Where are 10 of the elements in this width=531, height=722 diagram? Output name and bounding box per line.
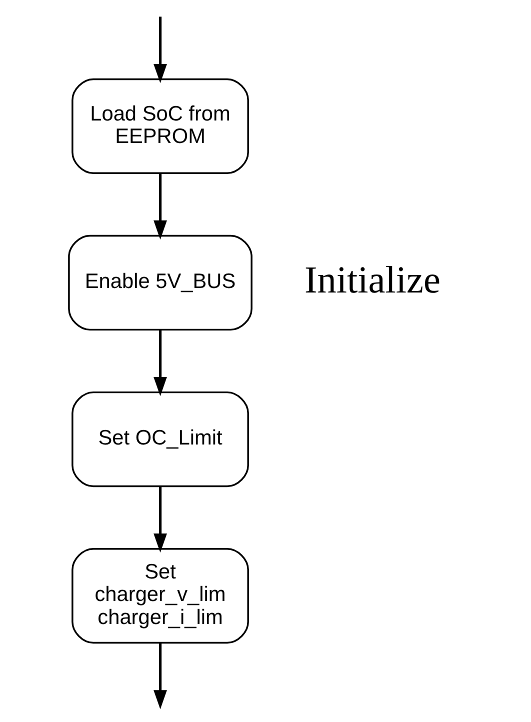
node-box: Load SoC from EEPROM [72, 78, 249, 174]
node-box: Set OC_Limit [72, 391, 249, 488]
arrow [154, 330, 167, 396]
diagram-title: Initialize [304, 259, 440, 302]
arrow [154, 643, 167, 710]
node-box: Set charger_v_lim charger_i_lim [72, 548, 249, 644]
arrow [154, 174, 167, 240]
arrow [154, 16, 167, 84]
node-box: Enable 5V_BUS [68, 234, 252, 331]
arrow [154, 486, 167, 553]
